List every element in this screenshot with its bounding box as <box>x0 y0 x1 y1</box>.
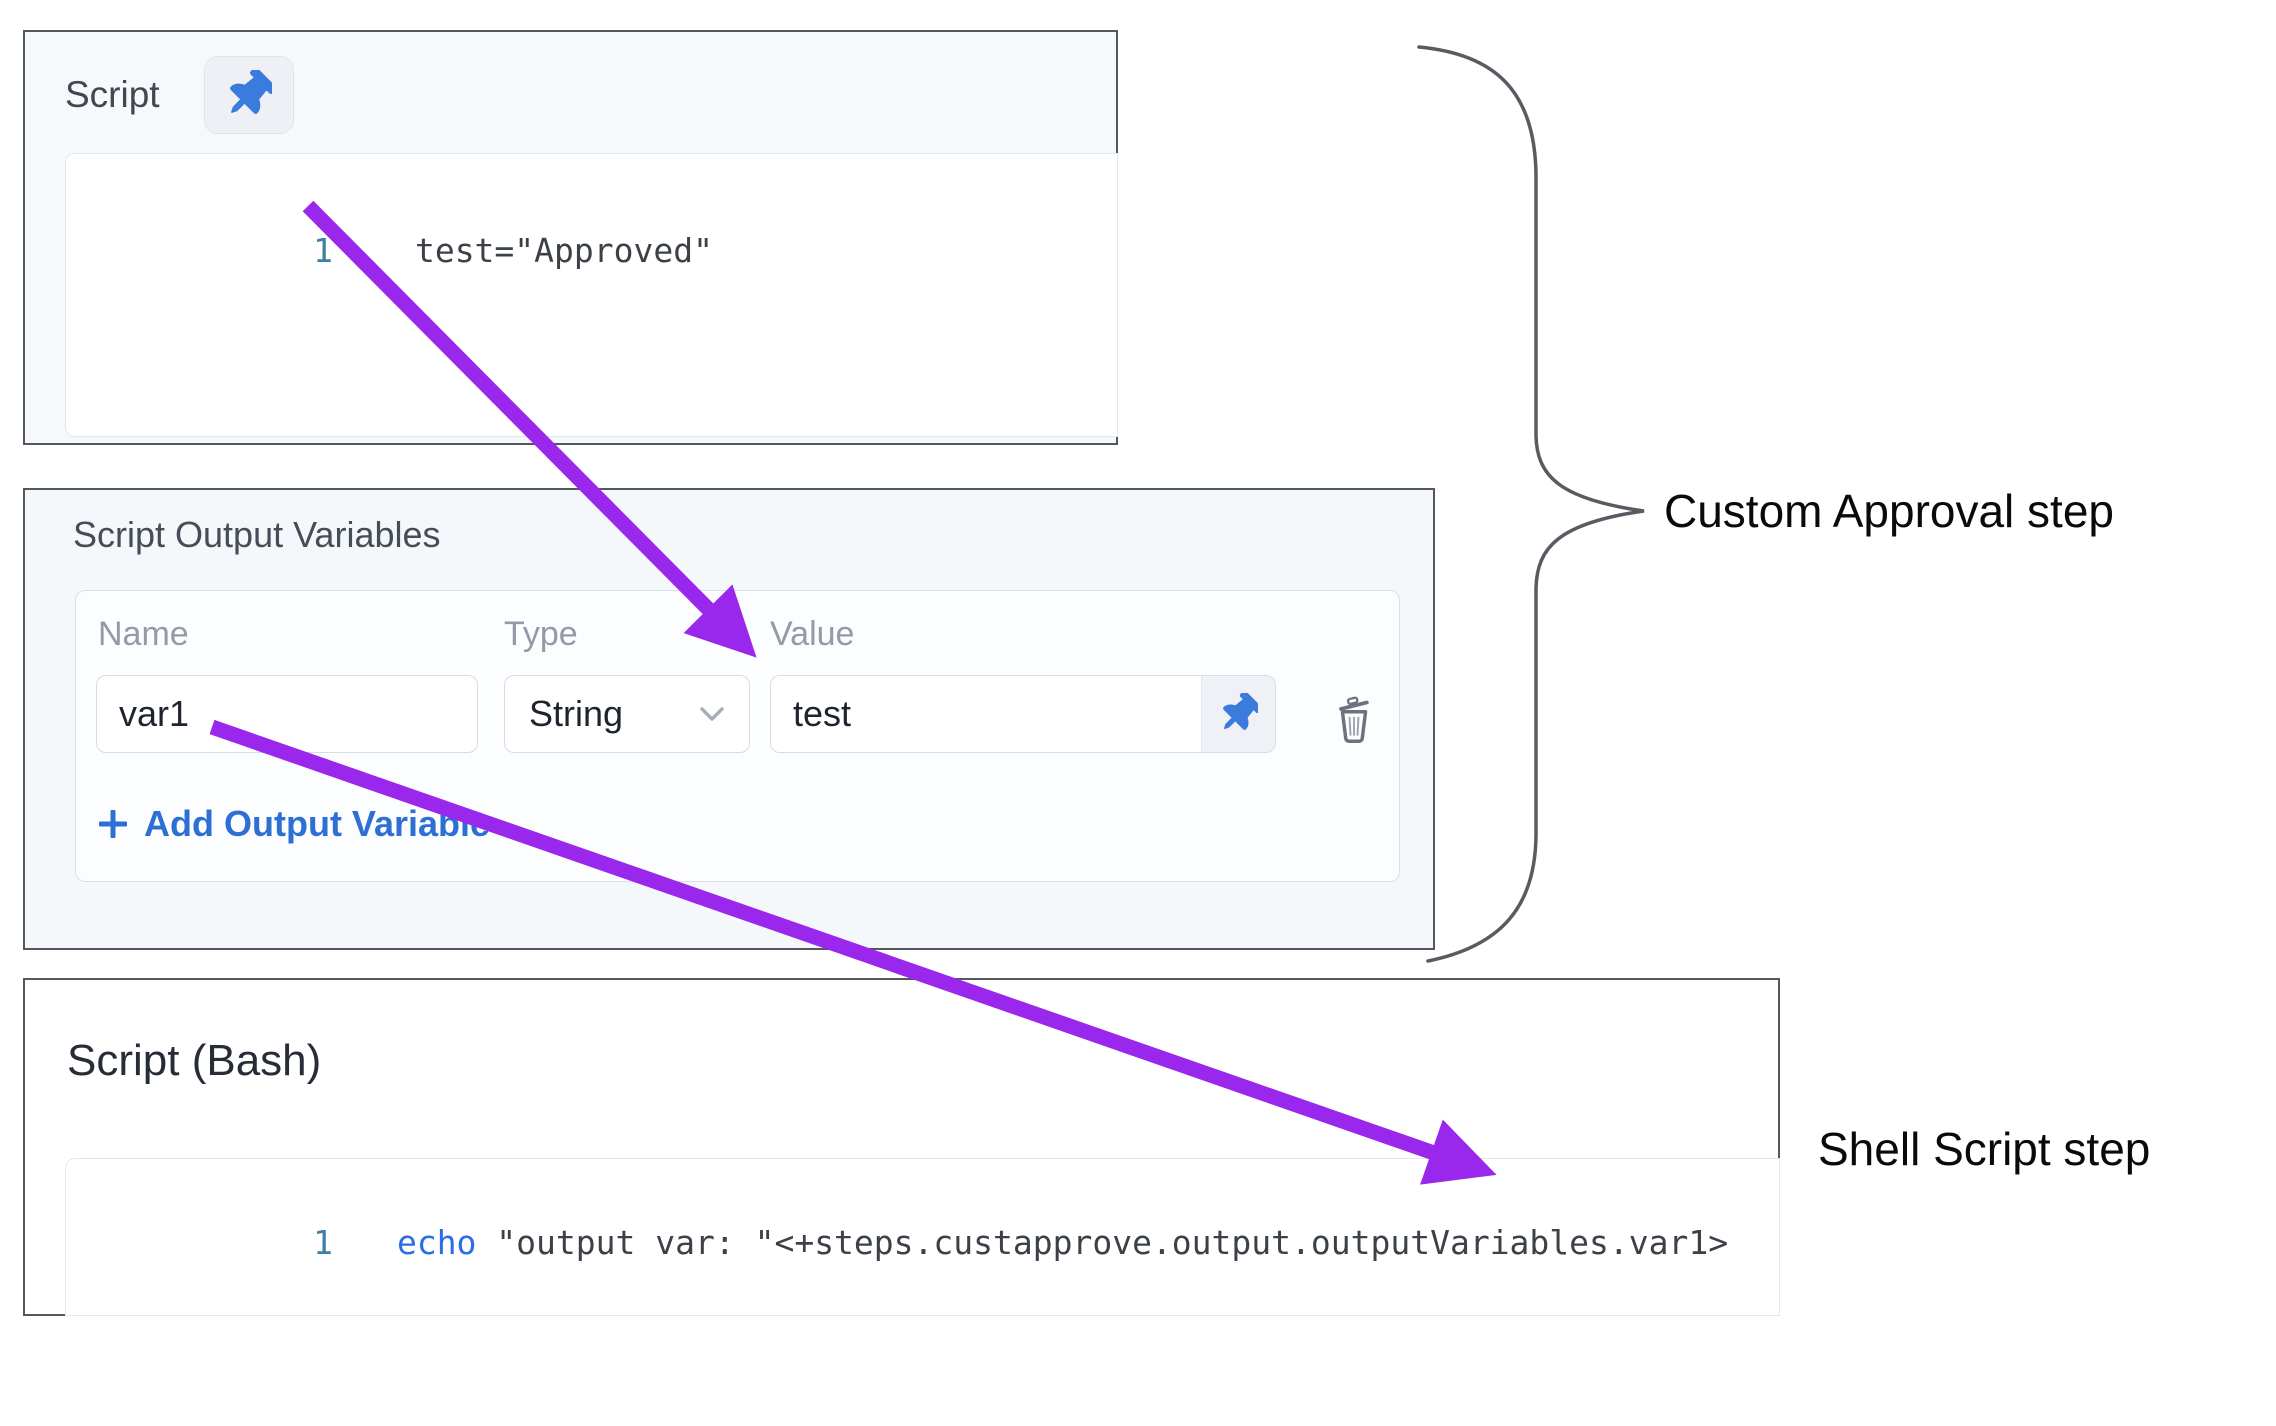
code-rest: "output var: "<+steps.custapprove.output… <box>476 1223 1729 1262</box>
value-field-group <box>770 675 1276 753</box>
custom-approval-label: Custom Approval step <box>1664 485 2115 537</box>
pushpin-icon <box>229 70 272 114</box>
add-output-variable-button[interactable]: Add Output Variable <box>96 803 490 845</box>
plus-icon <box>99 810 127 838</box>
code-line: 1 echo "output var: "<+steps.custapprove.… <box>66 1171 1779 1315</box>
script-panel-header: Script <box>25 32 1116 134</box>
type-column-label: Type <box>504 615 578 653</box>
keyword-echo: echo <box>396 1223 477 1262</box>
code-line: 1 test="Approved" <box>66 176 1117 326</box>
value-pin-button[interactable] <box>1201 676 1275 752</box>
code-text: echo "output var: "<+steps.custapprove.o… <box>397 1223 1728 1262</box>
add-output-variable-label: Add Output Variable <box>144 803 491 844</box>
name-column-label: Name <box>98 615 189 653</box>
shell-script-panel: Script (Bash) 1 echo "output var: "<+step… <box>23 978 1780 1316</box>
line-number: 1 <box>313 231 333 270</box>
script-code-editor[interactable]: 1 test="Approved" <box>65 153 1118 437</box>
pin-button[interactable] <box>203 56 294 134</box>
type-select[interactable]: String <box>504 675 750 753</box>
shell-script-title: Script (Bash) <box>67 1036 322 1085</box>
script-panel: Script 1 test="Approved" <box>23 30 1118 445</box>
delete-variable-button[interactable] <box>1328 693 1380 745</box>
value-column-label: Value <box>770 615 855 653</box>
code-line: 2 <box>66 1315 1779 1316</box>
type-select-value: String <box>529 693 624 734</box>
script-panel-title: Script <box>65 74 160 115</box>
output-variables-title: Script Output Variables <box>73 514 441 555</box>
bash-code-editor[interactable]: 1 echo "output var: "<+steps.custapprove.… <box>65 1158 1780 1316</box>
chevron-down-icon <box>700 707 724 721</box>
variables-card: Name Type Value String <box>75 590 1400 882</box>
curly-brace <box>1417 45 1645 963</box>
pushpin-icon <box>1222 693 1258 730</box>
output-variables-panel: Script Output Variables Name Type Value … <box>23 488 1435 950</box>
trash-icon <box>1339 696 1369 743</box>
code-text: test="Approved" <box>414 231 713 270</box>
shell-script-label: Shell Script step <box>1818 1123 2151 1175</box>
line-number: 1 <box>313 1223 333 1262</box>
value-input[interactable] <box>771 676 1201 752</box>
name-input[interactable] <box>96 675 478 753</box>
